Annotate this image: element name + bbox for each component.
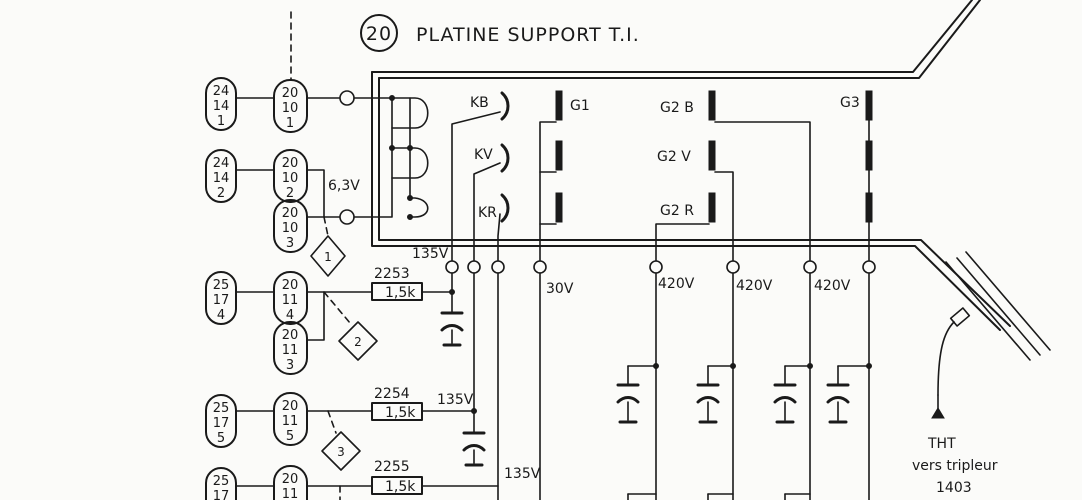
resistor-2253-value: 1,5k xyxy=(385,285,416,301)
cathodes xyxy=(500,91,510,223)
outer-connector-3-b: 17 xyxy=(213,293,230,308)
main-connector-1-b: 10 xyxy=(282,101,299,116)
lower-terminals xyxy=(445,260,876,274)
tht-destination-label: vers tripleur xyxy=(912,458,998,474)
outer-connector-3-c: 4 xyxy=(217,308,225,323)
cathode-wiring xyxy=(451,111,501,263)
outer-connector-5-b: 17 xyxy=(213,489,230,500)
resistor-2254-value: 1,5k xyxy=(385,405,416,421)
grid-g2r-label: G2 R xyxy=(660,203,694,219)
main-connector-4-a: 20 xyxy=(282,278,299,293)
diamond-label-2: 2 xyxy=(354,335,362,349)
outer-connector-2-b: 14 xyxy=(213,171,230,186)
voltage-420v-c: 420V xyxy=(814,278,851,294)
connector-links xyxy=(235,97,373,487)
outer-connector-3-a: 25 xyxy=(213,278,230,293)
heater-voltage-label: 6,3V xyxy=(328,178,360,194)
main-connector-6-b: 11 xyxy=(282,414,299,429)
page-title: PLATINE SUPPORT T.I. xyxy=(416,24,640,46)
grid-g3-label: G3 xyxy=(840,95,860,111)
outer-connector-1-c: 1 xyxy=(217,114,225,129)
grids xyxy=(555,90,873,223)
main-connector-6-a: 20 xyxy=(282,399,299,414)
voltage-135v-a: 135V xyxy=(412,246,449,262)
capacitors xyxy=(440,289,872,467)
outer-connector-4-a: 25 xyxy=(213,401,230,416)
main-connector-1-a: 20 xyxy=(282,86,299,101)
resistor-2254-ref: 2254 xyxy=(374,386,410,402)
main-connector-3-a: 20 xyxy=(282,206,299,221)
resistor-2255-ref: 2255 xyxy=(374,459,410,475)
main-connector-3-b: 10 xyxy=(282,221,299,236)
outer-connectors xyxy=(205,77,237,500)
outer-connector-2-a: 24 xyxy=(213,156,230,171)
diamond-markers xyxy=(310,216,378,500)
diamond-label-3: 3 xyxy=(337,445,345,459)
supply-lines xyxy=(451,272,870,500)
heater-filament xyxy=(339,90,429,225)
voltage-420v-b: 420V xyxy=(736,278,773,294)
main-connector-4-b: 11 xyxy=(282,293,299,308)
main-connector-5-c: 3 xyxy=(286,358,294,373)
voltage-420v-a: 420V xyxy=(658,276,695,292)
outer-connector-1-b: 14 xyxy=(213,99,230,114)
outer-connector-4-c: 5 xyxy=(217,431,225,446)
main-connector-4-c: 4 xyxy=(286,308,294,323)
title-number: 20 xyxy=(366,23,392,45)
diamond-label-1: 1 xyxy=(324,250,332,264)
main-connector-2-b: 10 xyxy=(282,171,299,186)
grid-g1-label: G1 xyxy=(570,98,590,114)
tht-ref-label: 1403 xyxy=(936,480,972,496)
main-connector-6-c: 5 xyxy=(286,429,294,444)
resistor-2253-ref: 2253 xyxy=(374,266,410,282)
tht-cable xyxy=(931,251,1051,419)
outer-connector-1-a: 24 xyxy=(213,84,230,99)
voltage-135v-b: 135V xyxy=(437,392,474,408)
tht-label: THT xyxy=(927,436,956,452)
main-connector-3-c: 3 xyxy=(286,236,294,251)
outer-connector-4-b: 17 xyxy=(213,416,230,431)
main-connector-5-a: 20 xyxy=(282,328,299,343)
main-connector-7-b: 11 xyxy=(282,487,299,500)
grid-g2b-label: G2 B xyxy=(660,100,694,116)
tube-socket-frame xyxy=(371,0,1011,331)
main-connector-2-a: 20 xyxy=(282,156,299,171)
main-connector-7-a: 20 xyxy=(282,472,299,487)
cathode-kv-label: KV xyxy=(474,147,493,163)
cathode-kb-label: KB xyxy=(470,95,489,111)
main-connectors xyxy=(273,79,308,500)
main-connector-1-c: 1 xyxy=(286,116,294,131)
grid-wiring xyxy=(539,119,870,263)
voltage-30v: 30V xyxy=(546,281,574,297)
main-connector-5-b: 11 xyxy=(282,343,299,358)
bottom-partial-components xyxy=(627,493,811,500)
resistor-2255-value: 1,5k xyxy=(385,479,416,495)
resistors xyxy=(371,282,499,495)
outer-connector-2-c: 2 xyxy=(217,186,225,201)
cathode-kr-label: KR xyxy=(478,205,497,221)
outer-connector-5-a: 25 xyxy=(213,474,230,489)
main-connector-2-c: 2 xyxy=(286,186,294,201)
title-number-circle xyxy=(360,14,398,52)
voltage-135v-c: 135V xyxy=(504,466,541,482)
grid-g2v-label: G2 V xyxy=(657,149,691,165)
